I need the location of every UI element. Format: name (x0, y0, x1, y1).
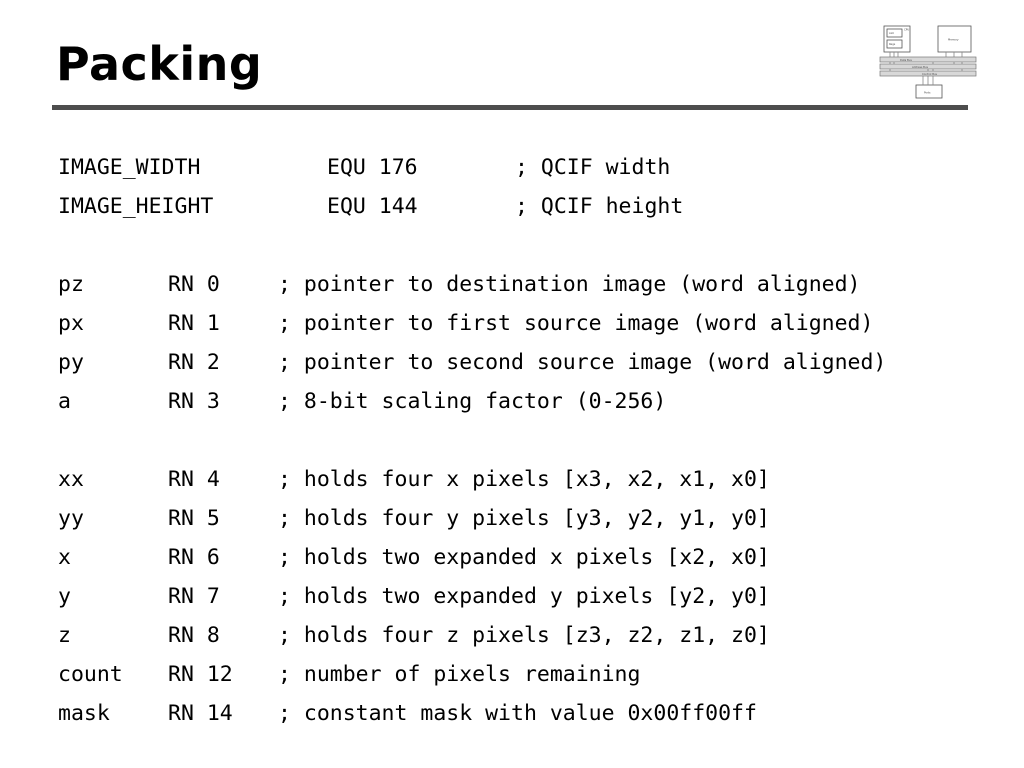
code-comment: ; holds two expanded x pixels [x2, x0] (278, 545, 770, 570)
code-directive: RN 3 (168, 389, 220, 414)
code-line: mask RN 14 ; constant mask with value 0x00… (58, 694, 998, 733)
code-line: x RN 6 ; holds two expanded x pixels [x2, … (58, 538, 998, 577)
code-directive: RN 12 (168, 662, 233, 687)
code-symbol: z (58, 623, 71, 648)
code-line: count RN 12 ; number of pixels remaining (58, 655, 998, 694)
svg-text:ALU: ALU (889, 31, 894, 35)
svg-text:Memory: Memory (948, 38, 959, 42)
code-comment: ; pointer to destination image (word ali… (278, 272, 861, 297)
code-directive: RN 7 (168, 584, 220, 609)
code-directive: EQU 176 (327, 155, 418, 180)
code-symbol: a (58, 389, 71, 414)
svg-text:Data Bus: Data Bus (900, 58, 912, 62)
code-directive: RN 0 (168, 272, 220, 297)
code-directive: RN 6 (168, 545, 220, 570)
code-line: IMAGE_HEIGHT EQU 144 ; QCIF height (58, 187, 998, 226)
svg-text:Ports: Ports (924, 91, 931, 95)
title-divider (52, 105, 968, 110)
code-directive: RN 1 (168, 311, 220, 336)
code-comment: ; holds four x pixels [x3, x2, x1, x0] (278, 467, 770, 492)
code-line: y RN 7 ; holds two expanded y pixels [y2, … (58, 577, 998, 616)
code-line: IMAGE_WIDTH EQU 176 ; QCIF width (58, 148, 998, 187)
svg-text:Control Bus: Control Bus (922, 72, 938, 76)
code-comment: ; QCIF height (515, 194, 684, 219)
code-directive: EQU 144 (327, 194, 418, 219)
code-comment: ; holds two expanded y pixels [y2, y0] (278, 584, 770, 609)
code-directive: RN 8 (168, 623, 220, 648)
code-line: px RN 1 ; pointer to first source image (w… (58, 304, 998, 343)
code-symbol: IMAGE_WIDTH (58, 155, 201, 180)
code-symbol: y (58, 584, 71, 609)
computer-architecture-logo: ALU Regs CPU Memory Ports Data Bus Addre… (878, 22, 978, 102)
code-directive: RN 5 (168, 506, 220, 531)
code-comment: ; pointer to second source image (word a… (278, 350, 887, 375)
code-symbol: py (58, 350, 84, 375)
code-comment: ; QCIF width (515, 155, 671, 180)
code-directive: RN 2 (168, 350, 220, 375)
code-directive: RN 14 (168, 701, 233, 726)
code-line: py RN 2 ; pointer to second source image (… (58, 343, 998, 382)
code-comment: ; pointer to first source image (word al… (278, 311, 874, 336)
svg-text:Address Bus: Address Bus (912, 65, 929, 69)
page-title: Packing (56, 37, 263, 91)
code-symbol: pz (58, 272, 84, 297)
code-blank-line (58, 421, 998, 460)
svg-text:Regs: Regs (889, 42, 896, 46)
code-symbol: mask (58, 701, 110, 726)
code-comment: ; holds four y pixels [y3, y2, y1, y0] (278, 506, 770, 531)
code-line: pz RN 0 ; pointer to destination image (wo… (58, 265, 998, 304)
code-symbol: px (58, 311, 84, 336)
code-symbol: yy (58, 506, 84, 531)
code-comment: ; number of pixels remaining (278, 662, 641, 687)
code-comment: ; constant mask with value 0x00ff00ff (278, 701, 757, 726)
code-symbol: xx (58, 467, 84, 492)
code-comment: ; holds four z pixels [z3, z2, z1, z0] (278, 623, 770, 648)
svg-text:CPU: CPU (904, 28, 909, 32)
code-symbol: count (58, 662, 123, 687)
code-directive: RN 4 (168, 467, 220, 492)
code-symbol: IMAGE_HEIGHT (58, 194, 214, 219)
code-line: z RN 8 ; holds four z pixels [z3, z2, z1, … (58, 616, 998, 655)
code-symbol: x (58, 545, 71, 570)
code-comment: ; 8-bit scaling factor (0-256) (278, 389, 667, 414)
code-line: xx RN 4 ; holds four x pixels [x3, x2, x1,… (58, 460, 998, 499)
code-line: a RN 3 ; 8-bit scaling factor (0-256) (58, 382, 998, 421)
code-line: yy RN 5 ; holds four y pixels [y3, y2, y1,… (58, 499, 998, 538)
code-blank-line (58, 226, 998, 265)
